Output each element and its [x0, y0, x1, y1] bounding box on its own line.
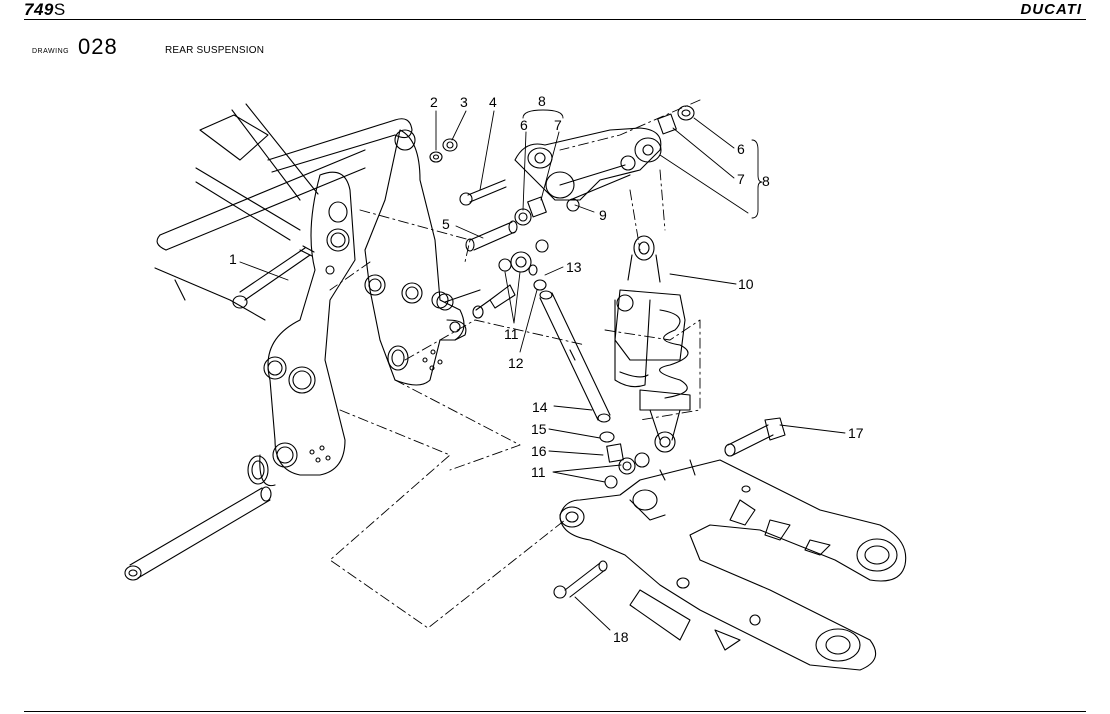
- part-1-pin: [232, 245, 315, 309]
- left-footpeg-hanger: [247, 171, 356, 487]
- callout-5: 5: [442, 216, 450, 232]
- model-name: 749S: [24, 0, 66, 20]
- callout-8-upper: 8: [538, 93, 546, 109]
- callout-labels: 1 2 3 4 5 6 7 8 9 6 7 8 10 11 12 13 14 1…: [229, 93, 864, 645]
- frame-tubes: [154, 103, 413, 321]
- callout-8-right: 8: [762, 173, 770, 189]
- brand-logo: DUCATI: [1020, 1, 1082, 18]
- callout-7-right: 7: [737, 171, 745, 187]
- small-hardware-top: [429, 138, 518, 252]
- callout-10: 10: [738, 276, 754, 292]
- callout-3: 3: [460, 94, 468, 110]
- callout-18: 18: [613, 629, 629, 645]
- part-17-bolt: [724, 417, 786, 457]
- part-14-pull-rod: [539, 290, 611, 423]
- drawing-title: REAR SUSPENSION: [165, 45, 265, 56]
- swingarm-pivot-shaft: [124, 486, 272, 581]
- footer-divider: [24, 711, 1086, 712]
- model-suffix: S: [53, 0, 66, 19]
- right-footpeg-hanger: [364, 129, 467, 386]
- part-10-shock-absorber: [614, 235, 691, 453]
- part-8-rocker: [514, 105, 695, 226]
- callout-6-right: 6: [737, 141, 745, 157]
- callout-2: 2: [430, 94, 438, 110]
- callout-9: 9: [599, 207, 607, 223]
- drawing-label: DRAWING: [32, 48, 70, 55]
- callout-7-upper: 7: [554, 117, 562, 133]
- callout-4: 4: [489, 94, 497, 110]
- callout-11-lower: 11: [531, 464, 546, 480]
- drawing-number: 028: [78, 34, 118, 59]
- callout-11-upper: 11: [504, 326, 519, 342]
- callout-12: 12: [508, 355, 524, 371]
- callout-16: 16: [531, 443, 547, 459]
- callout-15: 15: [531, 421, 547, 437]
- linkage-bushes-upper: [436, 239, 549, 319]
- callout-14: 14: [532, 399, 548, 415]
- swingarm: [559, 459, 907, 671]
- callout-17: 17: [848, 425, 864, 441]
- header-divider: [24, 19, 1086, 20]
- callout-1: 1: [229, 251, 237, 267]
- part-18-bolt: [553, 560, 608, 599]
- leader-lines: [239, 109, 846, 631]
- model-number: 749: [24, 0, 54, 19]
- callout-13: 13: [566, 259, 582, 275]
- callout-6-upper: 6: [520, 117, 528, 133]
- linkage-bushes-lower: [599, 431, 650, 489]
